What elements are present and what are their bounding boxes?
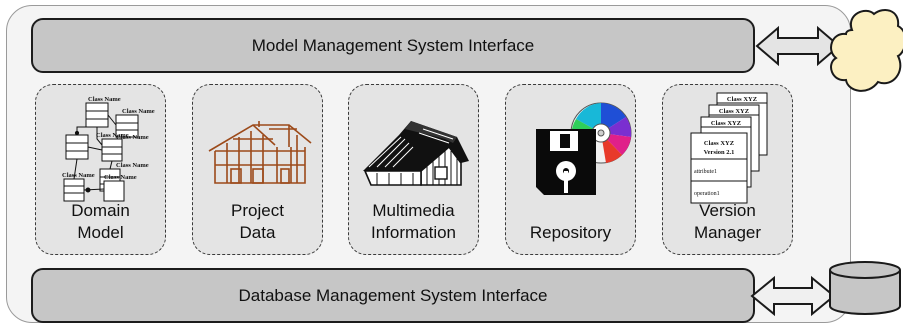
version-card-operation: operation1 [694,191,720,197]
house-frame-icon [208,121,312,184]
version-card-title: Class XYZ [719,108,749,115]
floppy-disk-icon [536,129,596,195]
module-repository[interactable]: Repository [505,84,636,255]
floppy-cd-icon [536,102,632,195]
version-card-title: Class XYZ [711,120,741,127]
model-management-interface-label: Model Management System Interface [251,35,535,55]
model-management-interface-bar[interactable]: Model Management System Interface [31,18,755,73]
module-project-data[interactable]: Project Data [192,84,323,255]
module-label: Domain Model [71,201,130,242]
module-multimedia-information[interactable]: Multimedia Information [348,84,479,255]
module-domain-model[interactable]: Class Name Class Name Class Name Class N… [35,84,166,255]
house-sketch-icon [363,121,469,186]
module-version-manager[interactable]: Class XYZ Class XYZ Class XYZ Class XYZ … [662,84,793,255]
database-management-interface-bar[interactable]: Database Management System Interface [31,268,755,323]
module-label: Version Manager [693,201,762,242]
version-card-title: Class XYZ [727,96,757,103]
uml-class-label: Class Name [96,132,129,139]
module-label: Repository [529,223,612,242]
uml-class-label: Class Name [122,108,155,115]
uml-class-label: Class Name [88,96,121,103]
uml-class-label: Class Name [104,174,137,181]
uml-class-label: Class Name [62,172,95,179]
version-card-attribute: attribute1 [694,169,717,175]
module-label: Project Data [231,201,284,242]
version-card-version: Version 2.1 [704,149,735,156]
version-card-title: Class XYZ [704,140,734,147]
uml-class-label: Class Name [116,162,149,169]
uml-class-label: Class Name [116,134,149,141]
module-label: Multimedia Information [370,201,457,242]
uml-class-diagram-icon: Class Name Class Name Class Name Class N… [62,96,155,202]
database-management-interface-label: Database Management System Interface [238,285,548,305]
stacked-class-cards-icon: Class XYZ Class XYZ Class XYZ Class XYZ … [690,92,768,204]
